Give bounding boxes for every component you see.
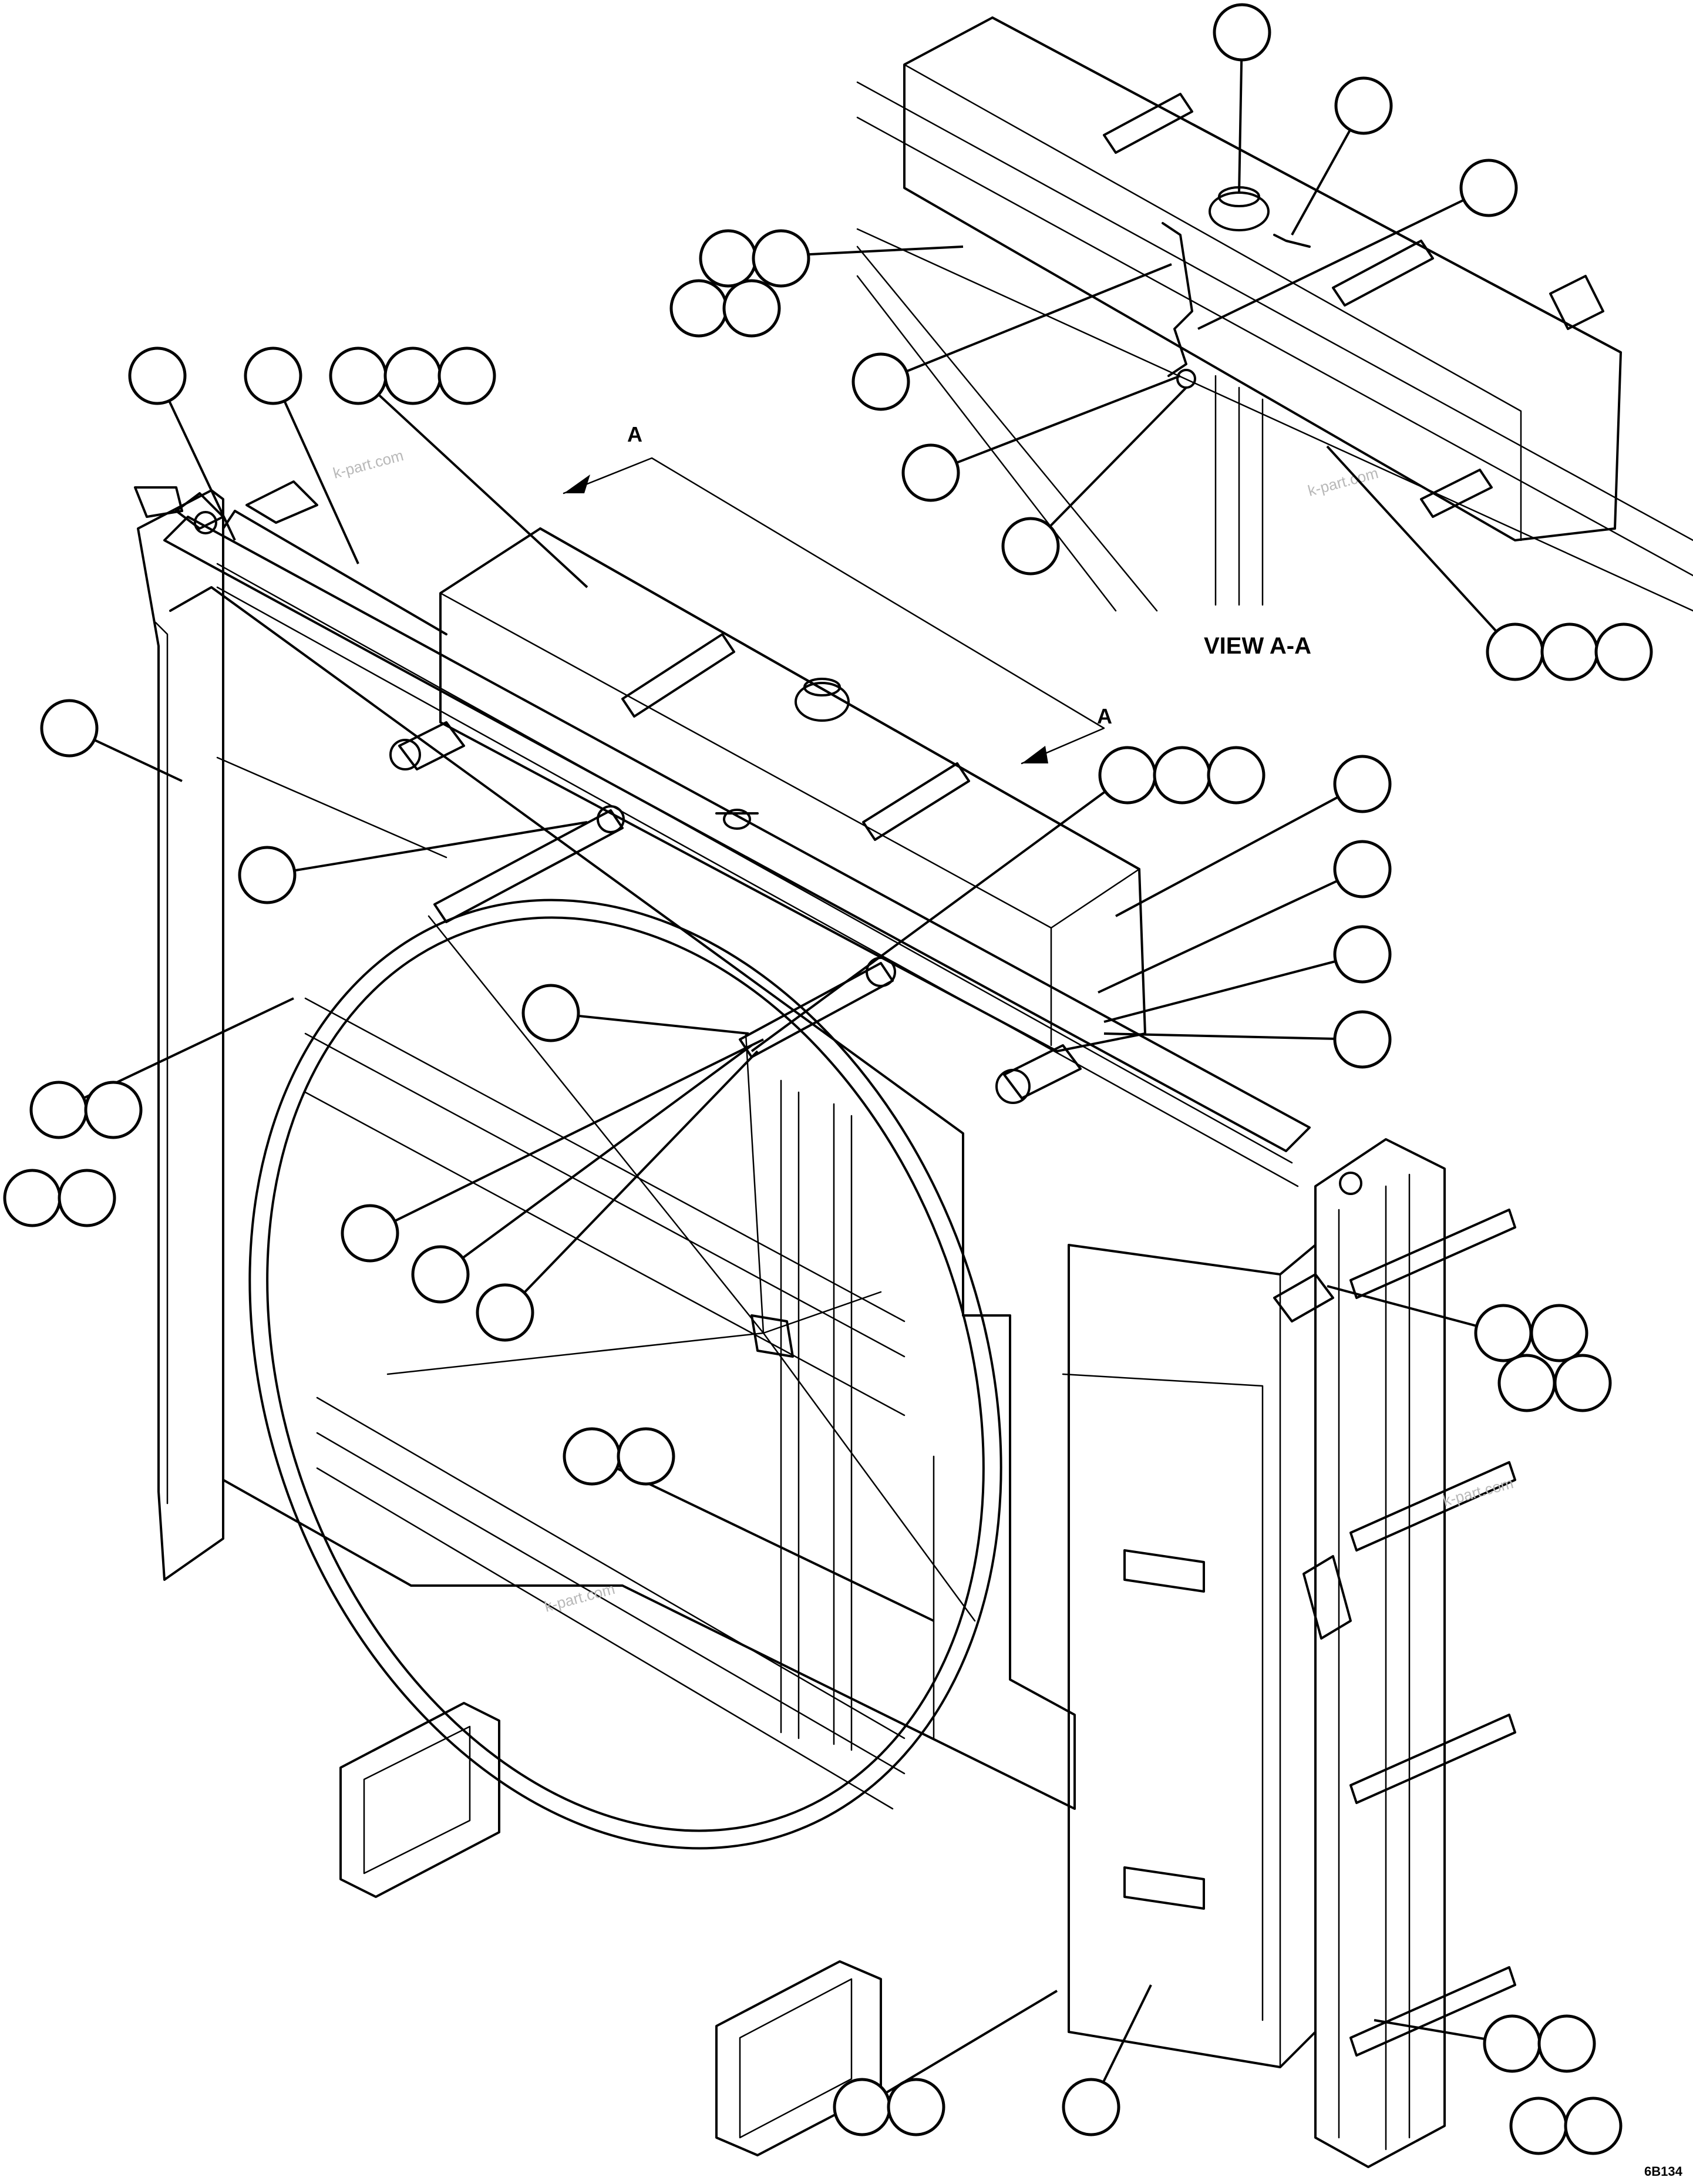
callout-balloon[interactable] [1553, 1354, 1612, 1412]
leader-line [1115, 783, 1363, 917]
leader-line [267, 821, 588, 876]
callout-balloon[interactable] [1564, 2096, 1623, 2155]
callout-balloon[interactable] [84, 1081, 143, 1139]
callout-balloon[interactable] [341, 1204, 399, 1263]
callout-balloon[interactable] [40, 699, 99, 758]
callout-balloon[interactable] [1001, 517, 1060, 576]
leader-line [880, 263, 1172, 383]
leader-line [1327, 1285, 1504, 1334]
callout-balloon[interactable] [1153, 746, 1211, 805]
callout-balloon[interactable] [901, 443, 960, 502]
callout-balloon[interactable] [1486, 622, 1544, 681]
callout-balloon[interactable] [437, 346, 496, 405]
callout-balloon[interactable] [752, 229, 810, 288]
leader-line [1197, 187, 1489, 330]
callout-balloon[interactable] [1594, 622, 1653, 681]
callout-balloon[interactable] [1459, 159, 1518, 217]
callout-balloon[interactable] [722, 279, 781, 338]
callout-balloon[interactable] [1334, 76, 1393, 135]
callout-balloon[interactable] [1333, 840, 1392, 898]
leader-line [439, 1044, 753, 1276]
callout-balloon[interactable] [476, 1283, 534, 1342]
leader-line [1098, 868, 1363, 994]
watermark: k-part.com [1306, 464, 1380, 500]
callout-balloon[interactable] [1530, 1304, 1588, 1362]
callout-leaders [58, 32, 1516, 2108]
leader-line [357, 375, 588, 588]
callout-balloon[interactable] [29, 1081, 88, 1139]
callout-balloon[interactable] [238, 846, 297, 904]
callout-balloon[interactable] [329, 346, 388, 405]
callout-balloon[interactable] [1098, 746, 1157, 805]
callout-balloon[interactable] [1509, 2096, 1568, 2155]
callout-balloon[interactable] [1213, 3, 1271, 62]
leader-line [369, 1038, 764, 1234]
callout-balloon[interactable] [3, 1169, 62, 1227]
callout-balloon[interactable] [1497, 1354, 1556, 1412]
watermark: k-part.com [1441, 1474, 1515, 1510]
drawing-code: 6B134 [1644, 2164, 1683, 2179]
leader-line [750, 774, 1129, 1052]
callout-balloon[interactable] [244, 346, 302, 405]
callout-balloon[interactable] [617, 1427, 675, 1486]
callout-balloons [3, 3, 1653, 2155]
callout-balloon[interactable] [833, 2078, 891, 2136]
callout-balloon[interactable] [1207, 746, 1265, 805]
callout-balloon[interactable] [1333, 755, 1392, 813]
leader-line [1326, 445, 1516, 653]
leader-line [861, 1990, 1058, 2108]
view-a-a-detail [856, 16, 1693, 612]
callout-balloon[interactable] [851, 352, 910, 411]
callout-balloon[interactable] [1062, 2078, 1120, 2136]
section-marker-bottom: A [1097, 704, 1112, 728]
view-title: VIEW A-A [1204, 633, 1311, 659]
leader-line [550, 1012, 749, 1035]
callout-balloon[interactable] [58, 1169, 116, 1227]
leader-line [1103, 953, 1363, 1023]
callout-balloon[interactable] [1333, 925, 1392, 984]
section-marker-top: A [627, 422, 642, 446]
callout-balloon[interactable] [1474, 1304, 1533, 1362]
callout-balloon[interactable] [1540, 622, 1599, 681]
leader-line [1103, 1032, 1363, 1041]
callout-balloon[interactable] [887, 2078, 945, 2136]
callout-balloon[interactable] [669, 279, 728, 338]
leader-line [930, 375, 1181, 474]
callout-balloon[interactable] [1537, 2014, 1596, 2073]
leader-line [504, 1050, 759, 1314]
callout-balloon[interactable] [563, 1427, 621, 1486]
callout-balloon[interactable] [128, 346, 187, 405]
watermark: k-part.com [331, 446, 405, 482]
leader-line [272, 375, 359, 564]
callout-balloon[interactable] [699, 229, 758, 288]
leader-line [156, 375, 236, 541]
callout-balloon[interactable] [521, 984, 580, 1042]
callout-balloon[interactable] [1333, 1010, 1392, 1069]
leader-line [1029, 386, 1187, 547]
radiator-assembly [134, 457, 1516, 2168]
callout-balloon[interactable] [1483, 2014, 1541, 2073]
callout-balloon[interactable] [383, 346, 442, 405]
callout-balloon[interactable] [411, 1245, 470, 1304]
